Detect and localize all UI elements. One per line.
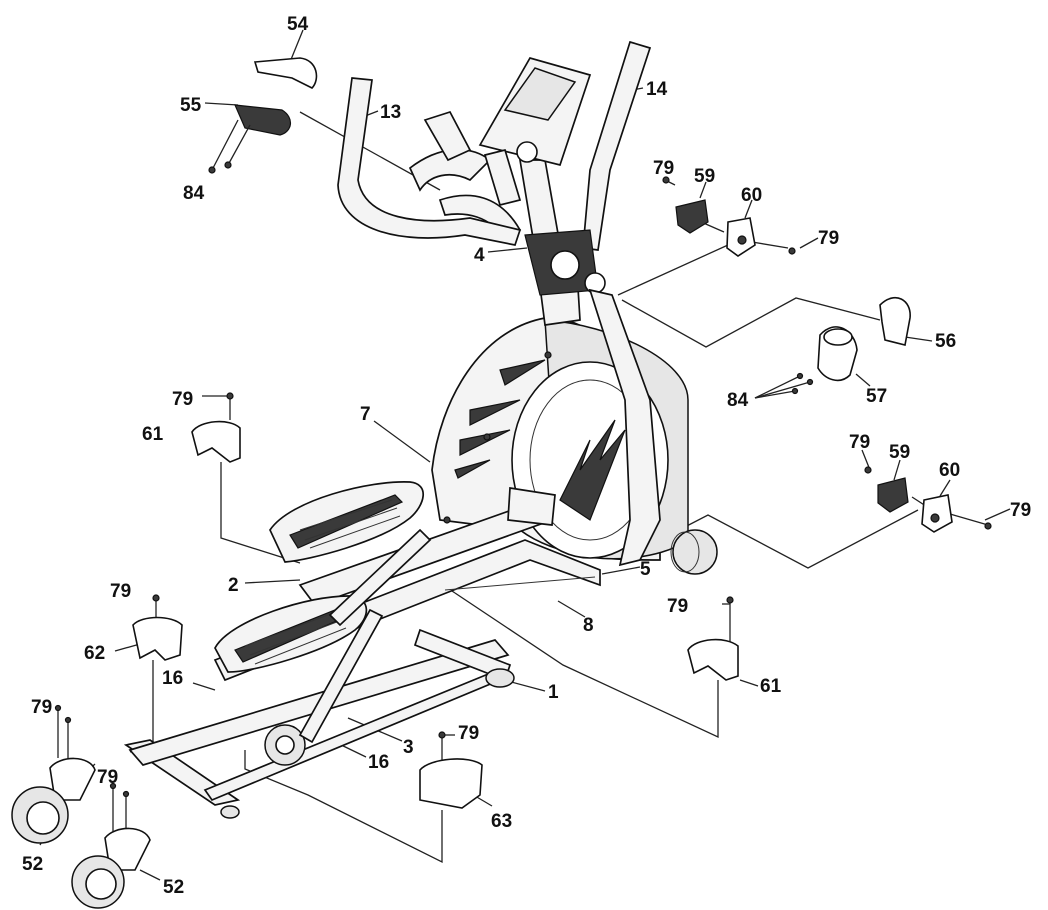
callout-79-a: 79 [653,158,674,179]
callout-13: 13 [380,102,401,123]
callout-8: 8 [583,615,594,636]
callout-56: 56 [935,331,956,352]
callout-79-h: 79 [31,697,52,718]
elliptical-machine [123,40,718,819]
callout-7: 7 [360,404,371,425]
front-roller [672,529,718,575]
callout-14: 14 [646,79,668,100]
callout-79-b: 79 [818,228,839,249]
callout-84-upper: 84 [183,183,205,204]
callout-79-d: 79 [849,432,870,453]
part-62 [132,616,183,661]
callout-55: 55 [180,95,202,116]
part-56 [879,296,911,346]
callout-59-a: 59 [694,166,715,187]
part-52-wheel-upper [11,704,96,844]
left-upper-arm [337,77,522,246]
callout-79-c: 79 [172,389,193,410]
part-55-cover [234,104,291,136]
part-59-upper [675,199,709,234]
callout-63: 63 [491,811,512,832]
callout-3: 3 [403,737,414,758]
link-arm-3 [298,608,384,744]
right-lower-arm [588,288,661,567]
right-upper-arm [582,40,652,251]
part-60-middle [921,494,953,533]
callout-84-lower: 84 [727,390,749,411]
part-59-middle [877,477,909,513]
callout-59-b: 59 [889,442,910,463]
part-61-lower [687,638,739,681]
callout-79-f: 79 [110,581,131,602]
leader-lines [39,29,1011,881]
cover-decal [559,419,626,521]
part-61-upper [191,420,241,463]
part-52-wheel-lower [71,782,151,909]
callout-52-upper: 52 [22,854,43,875]
callout-54: 54 [287,14,309,35]
callout-79-j: 79 [458,723,479,744]
callout-79-e: 79 [1010,500,1031,521]
part-54-cap [253,57,318,89]
part-84-screws-upper [208,119,251,174]
callout-52-lower: 52 [163,877,184,898]
callout-61-b: 61 [760,676,782,697]
callout-62: 62 [84,643,105,664]
callout-60-b: 60 [939,460,960,481]
callout-61-a: 61 [142,424,164,445]
callout-2: 2 [228,575,239,596]
exploded-parts [11,57,992,909]
callout-4: 4 [474,245,485,266]
callout-16-lower: 16 [368,752,389,773]
callout-79-i: 79 [97,767,118,788]
callout-5: 5 [640,559,651,580]
callout-1: 1 [548,682,559,703]
part-63 [419,758,483,809]
callout-labels: 54 55 84 13 14 4 79 59 60 79 56 57 84 79… [22,14,1031,898]
callout-57: 57 [866,386,887,407]
callout-60-a: 60 [741,185,762,206]
callout-79-g: 79 [667,596,688,617]
callout-16-upper: 16 [162,668,183,689]
